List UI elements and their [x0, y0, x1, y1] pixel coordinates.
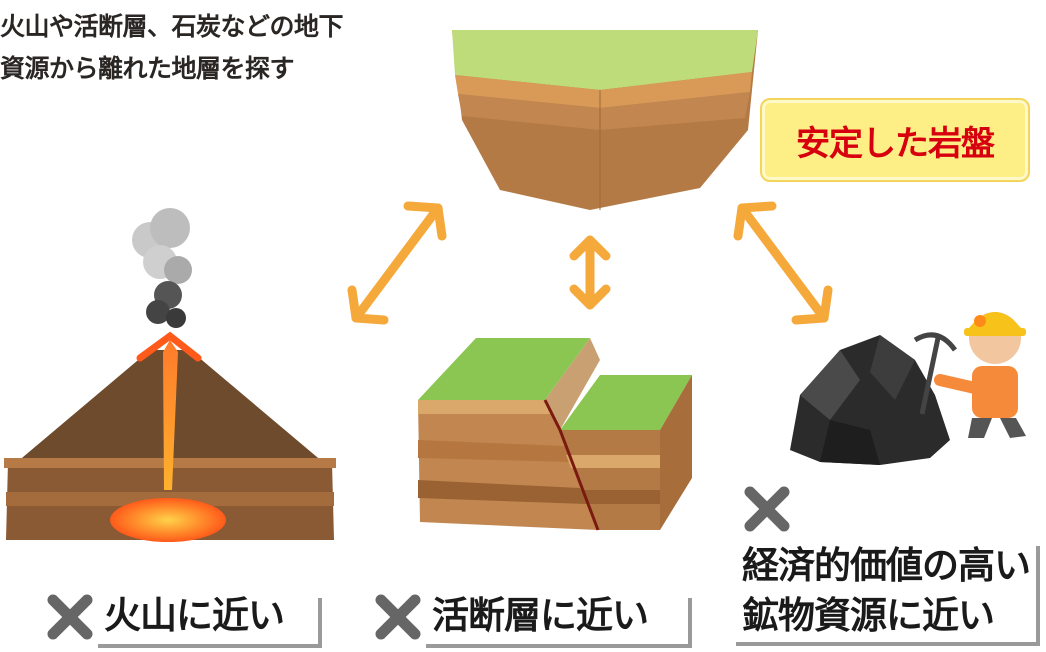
arrow-to-fault: [569, 235, 611, 310]
x-mark-icon: [744, 486, 790, 532]
coal-mining-icon: [790, 312, 1026, 465]
fault-caption-frame: [426, 598, 692, 648]
mineral-caption-line1: 経済的価値の高い: [742, 544, 1031, 587]
volcano-caption: 火山に近い: [104, 594, 285, 637]
stable-bedrock-badge: 安定した岩盤: [760, 98, 1030, 182]
arrow-to-mineral: [733, 201, 833, 325]
fault-caption: 活断層に近い: [432, 594, 649, 637]
active-fault-icon: [418, 338, 692, 531]
stable-bedrock-icon: [452, 30, 758, 210]
mineral-caption-frame: [736, 546, 1040, 646]
arrow-to-volcano: [347, 201, 447, 325]
mineral-caption-line2: 鉱物資源に近い: [742, 594, 995, 637]
x-mark-icon: [47, 594, 93, 640]
intro-text: 火山や活断層、石炭などの地下 資源から離れた地層を探す: [0, 12, 344, 83]
badge-label: 安定した岩盤: [796, 123, 995, 164]
x-mark-icon: [375, 594, 421, 640]
volcano-icon: [4, 208, 336, 542]
volcano-caption-frame: [98, 598, 322, 648]
